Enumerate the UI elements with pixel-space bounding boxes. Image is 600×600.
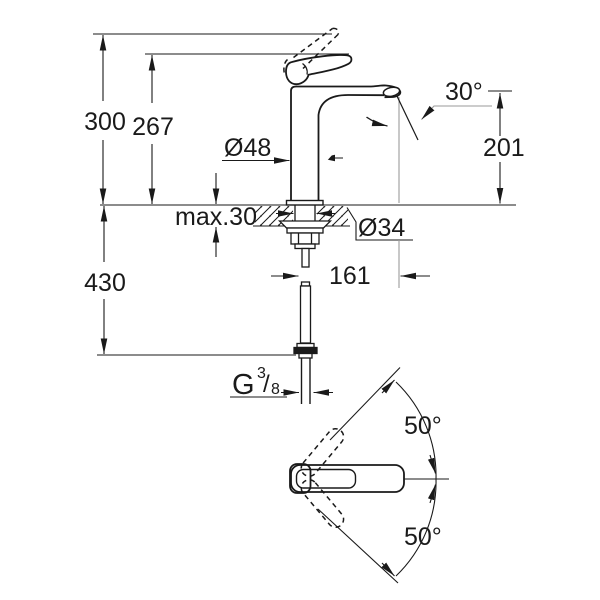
dim-hole-leader [346,207,413,241]
dim-supply-length-label: 430 [84,269,126,297]
plan-handle-blade [295,468,357,489]
mounting-nut [290,232,320,245]
dim-spout-angle-leader [421,105,492,120]
swing-arrow-lower-end [381,562,395,577]
supply-pipe-upper [301,247,310,268]
plan-handle-rotated-up [300,428,345,477]
swing-arrow-mid-upper [427,454,437,474]
swing-ray-upper [329,367,401,441]
swing-arrow-upper-end [381,379,395,394]
base-flange [285,199,324,206]
washer-plate [286,227,324,234]
horseshoe-washer [277,220,333,229]
thread-numerator: 3 [257,365,266,382]
dimension-labels: 300 267 430 max.30 Ø48 Ø34 161 201 30° 5… [84,78,525,551]
mounting-hardware [277,205,333,404]
raised-handle-dashed-outline [283,27,340,76]
lever-handle [285,54,353,86]
thread-slash: / [263,371,270,398]
lever-joint-line [302,63,308,75]
thread-denominator: 8 [271,381,280,398]
thread-prefix: G [232,369,255,401]
swing-arrow-mid-lower [427,484,437,504]
plan-handle-knob [289,463,312,494]
flexible-hose [299,285,312,344]
faucet-body-outer [290,84,402,201]
dim-swing-up-label: 50° [404,412,442,440]
dim-overall-height-label: 300 [84,108,126,136]
swing-angle-arc [395,381,437,577]
water-stream-line [395,93,419,141]
dim-spout-height-label: 201 [483,134,525,162]
hose-fitting-nut [293,346,318,355]
dim-thread-label: G 3 / 8 [232,365,280,401]
faucet-body-inner [317,94,385,201]
dim-body-diameter-label: Ø48 [224,134,271,162]
dim-handle-height-label: 267 [132,113,174,141]
plan-handle-rotated-down [300,479,345,528]
dim-spout-angle-label: 30° [445,78,483,106]
side-view [93,27,516,404]
plan-view [289,367,449,584]
nut-collar [294,243,316,250]
dim-deck-thickness-label: max.30 [175,203,257,231]
faucet-body [285,54,402,206]
hose-fitting-bottom [298,352,313,359]
aerator-outlet [382,86,401,98]
dim-swing-down-label: 50° [404,523,442,551]
dim-hole-diameter-label: Ø34 [358,214,405,242]
dim-spout-reach-label: 161 [329,262,371,290]
swing-ray-lower [317,508,399,584]
